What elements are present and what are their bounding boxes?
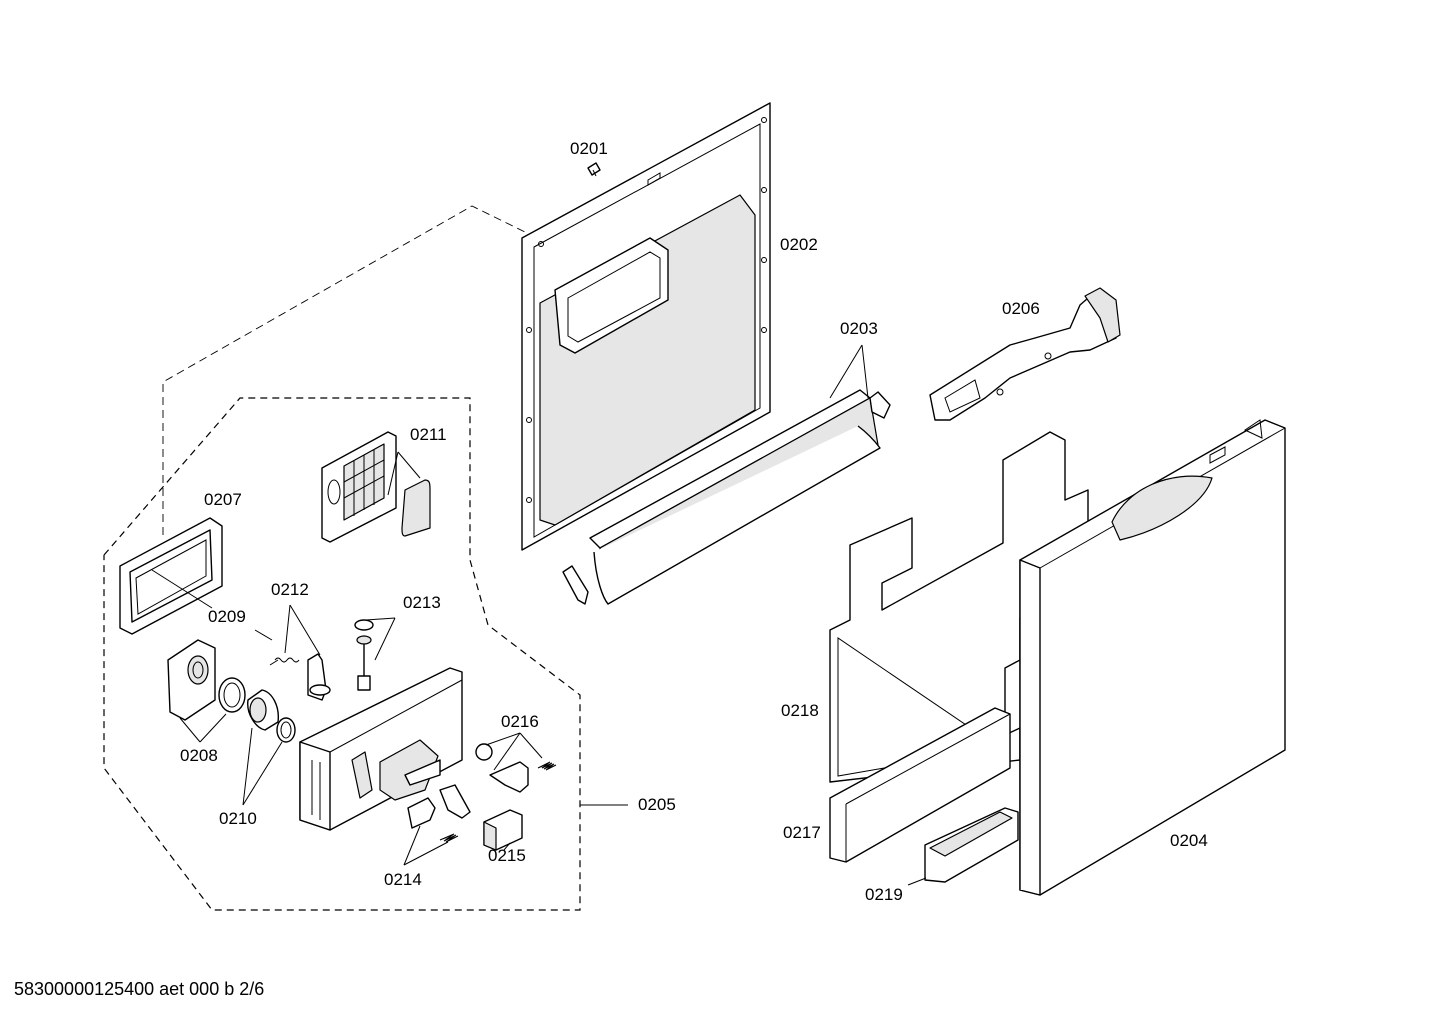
- label-0204: 0204: [1170, 831, 1208, 850]
- label-0216: 0216: [501, 712, 539, 731]
- label-0211: 0211: [410, 425, 447, 444]
- label-0201: 0201: [570, 139, 608, 158]
- label-0207: 0207: [204, 490, 242, 509]
- dashed-group-boundary: [103, 205, 628, 911]
- dispenser-housing: [299, 667, 463, 831]
- spring-lever: [269, 653, 331, 701]
- insulation-strip: [829, 707, 1011, 863]
- dispenser-cover: [321, 431, 431, 543]
- label-0202: 0202: [780, 235, 818, 254]
- label-0208: 0208: [180, 746, 218, 765]
- nozzle-housing: [167, 639, 216, 721]
- float-pin: [354, 619, 374, 691]
- label-0219: 0219: [865, 885, 903, 904]
- label-0213: 0213: [403, 593, 441, 612]
- ring: [218, 677, 246, 713]
- door-handle: [924, 807, 1019, 883]
- outer-door-panel: [1019, 419, 1286, 896]
- leader-lines: [151, 344, 927, 886]
- label-0212: 0212: [271, 580, 309, 599]
- seal-frame: [119, 517, 223, 635]
- label-0206: 0206: [1002, 299, 1040, 318]
- label-0209: 0209: [208, 607, 246, 626]
- inner-door-panel: [521, 102, 771, 551]
- part-labels: 0201 0202 0203 0204 0205 0206 0207 0208 …: [180, 139, 1208, 904]
- lever-springs: [475, 743, 557, 793]
- trim-strip: [562, 389, 891, 605]
- drawing-reference-code: 58300000125400 aet 000 b 2/6: [14, 979, 265, 999]
- label-0217: 0217: [783, 823, 821, 842]
- label-0214: 0214: [384, 870, 422, 889]
- screw: [587, 162, 601, 177]
- label-0218: 0218: [781, 701, 819, 720]
- label-0205: 0205: [638, 795, 676, 814]
- micro-switch: [483, 809, 523, 851]
- catch-springs: [407, 784, 471, 843]
- label-0210: 0210: [219, 809, 257, 828]
- hinge-bracket: [929, 287, 1121, 421]
- label-0203: 0203: [840, 319, 878, 338]
- nozzle: [247, 689, 296, 743]
- label-0215: 0215: [488, 846, 526, 865]
